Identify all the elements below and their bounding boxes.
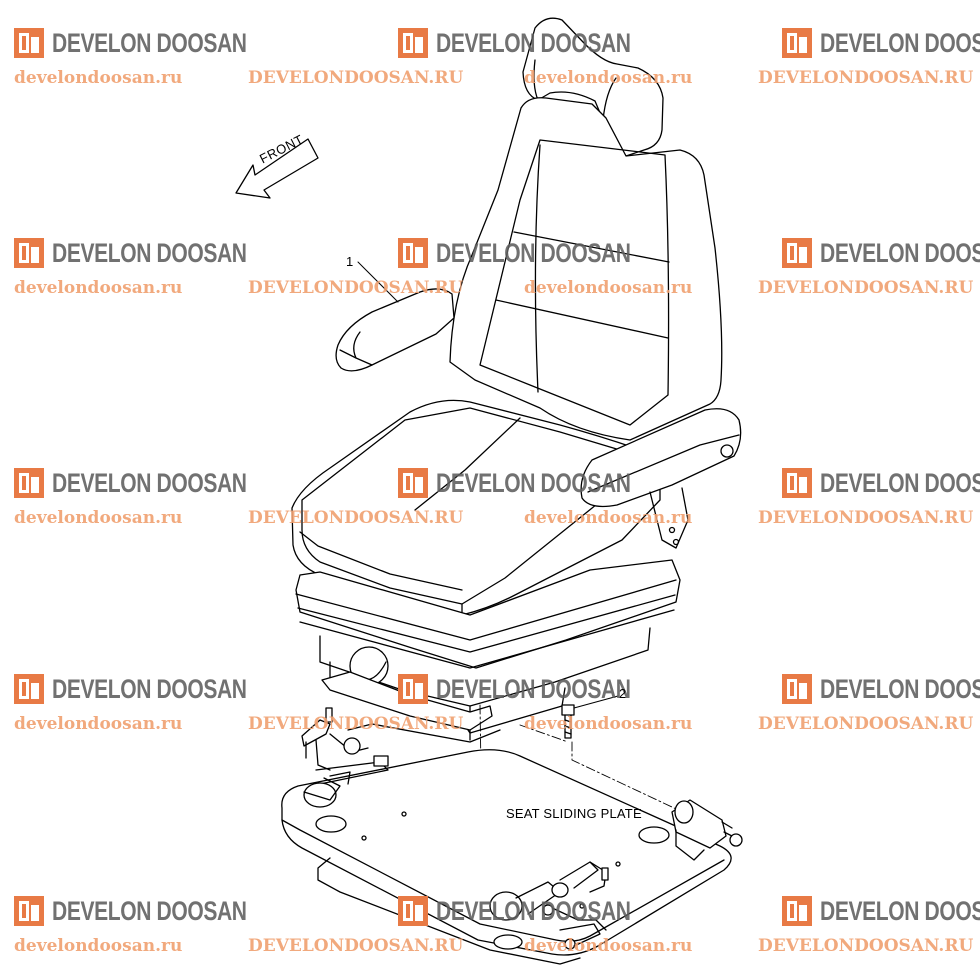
latch-bracket-front <box>489 861 609 950</box>
suspension-base <box>295 559 681 741</box>
seat-sliding-plate <box>281 749 732 965</box>
left-armrest <box>335 288 455 372</box>
bolt <box>561 695 619 739</box>
spring-cartridge <box>671 799 743 861</box>
latch-bracket-left <box>301 707 389 808</box>
callout-2: 2 <box>619 686 627 701</box>
callout-1: 1 <box>346 254 354 269</box>
right-armrest <box>580 408 742 549</box>
seat-sliding-plate-label: SEAT SLIDING PLATE <box>506 806 642 821</box>
front-arrow <box>235 138 319 199</box>
backrest <box>449 97 723 441</box>
callout-1-leader <box>357 261 399 303</box>
